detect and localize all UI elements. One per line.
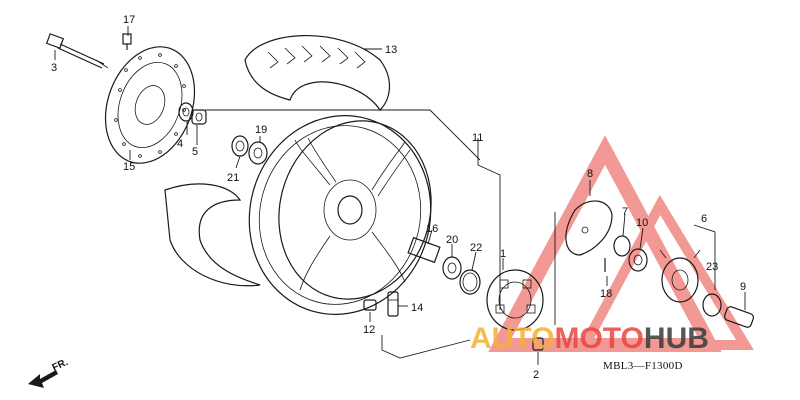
brake-panel (565, 200, 613, 256)
diagram-code: MBL3—F1300D (603, 360, 683, 372)
callout-13: 13 (385, 44, 397, 56)
callout-1: 1 (500, 248, 506, 260)
watermark-hub: HUB (644, 322, 709, 355)
seal-21 (231, 135, 249, 157)
valve-stem (387, 291, 399, 317)
seal-22 (459, 269, 481, 295)
watermark-logo-triangles (488, 135, 754, 352)
disc-bolt (122, 33, 132, 50)
callout-labels: 1 2 3 4 5 6 7 8 9 10 11 12 13 14 15 16 1… (51, 14, 746, 381)
oil-seal-7 (613, 235, 631, 257)
callout-2: 2 (533, 369, 539, 381)
callout-15: 15 (123, 161, 135, 173)
callout-12: 12 (363, 324, 375, 336)
leader-lines (54, 26, 746, 365)
watermark-moto: MOTO (554, 322, 643, 355)
tire (244, 35, 390, 111)
watermark-auto: AUTO (470, 322, 554, 355)
callout-21: 21 (227, 172, 239, 184)
axle-bolt (45, 33, 109, 69)
callout-20: 20 (446, 234, 458, 246)
callout-10: 10 (636, 217, 648, 229)
callout-5: 5 (192, 146, 198, 158)
bearing-10 (628, 248, 648, 272)
final-driven-flange (659, 249, 701, 303)
nut-2 (532, 337, 544, 351)
callout-22: 22 (470, 242, 482, 254)
callout-8: 8 (587, 168, 593, 180)
damper-rubbers (486, 269, 544, 331)
svg-text:AUTOMOTOHUB: AUTOMOTOHUB (470, 322, 709, 355)
rear-wheel (248, 115, 432, 315)
bearing-20 (442, 256, 462, 280)
callout-9: 9 (740, 281, 746, 293)
callout-11: 11 (472, 132, 483, 144)
direction-label: FR. (51, 357, 70, 374)
watermark-logo-text: AUTOMOTOHUB (470, 322, 709, 355)
front-direction-arrow: FR. (28, 357, 70, 388)
callout-3: 3 (51, 62, 57, 74)
callout-4: 4 (177, 138, 183, 150)
callout-16: 16 (426, 223, 438, 235)
callout-19: 19 (255, 124, 267, 136)
nut (191, 109, 207, 125)
axle-sleeve (723, 306, 755, 328)
hugger (164, 183, 261, 287)
callout-7: 7 (622, 206, 628, 218)
callout-6: 6 (701, 213, 707, 225)
seal-23 (702, 293, 722, 317)
callout-23: 23 (706, 261, 718, 273)
callout-18: 18 (600, 288, 612, 300)
callout-17: 17 (123, 14, 135, 26)
valve-cap (363, 299, 377, 311)
spacer-16 (407, 236, 441, 264)
bearing-19 (248, 141, 268, 165)
collar (178, 102, 194, 122)
callout-14: 14 (411, 302, 423, 314)
